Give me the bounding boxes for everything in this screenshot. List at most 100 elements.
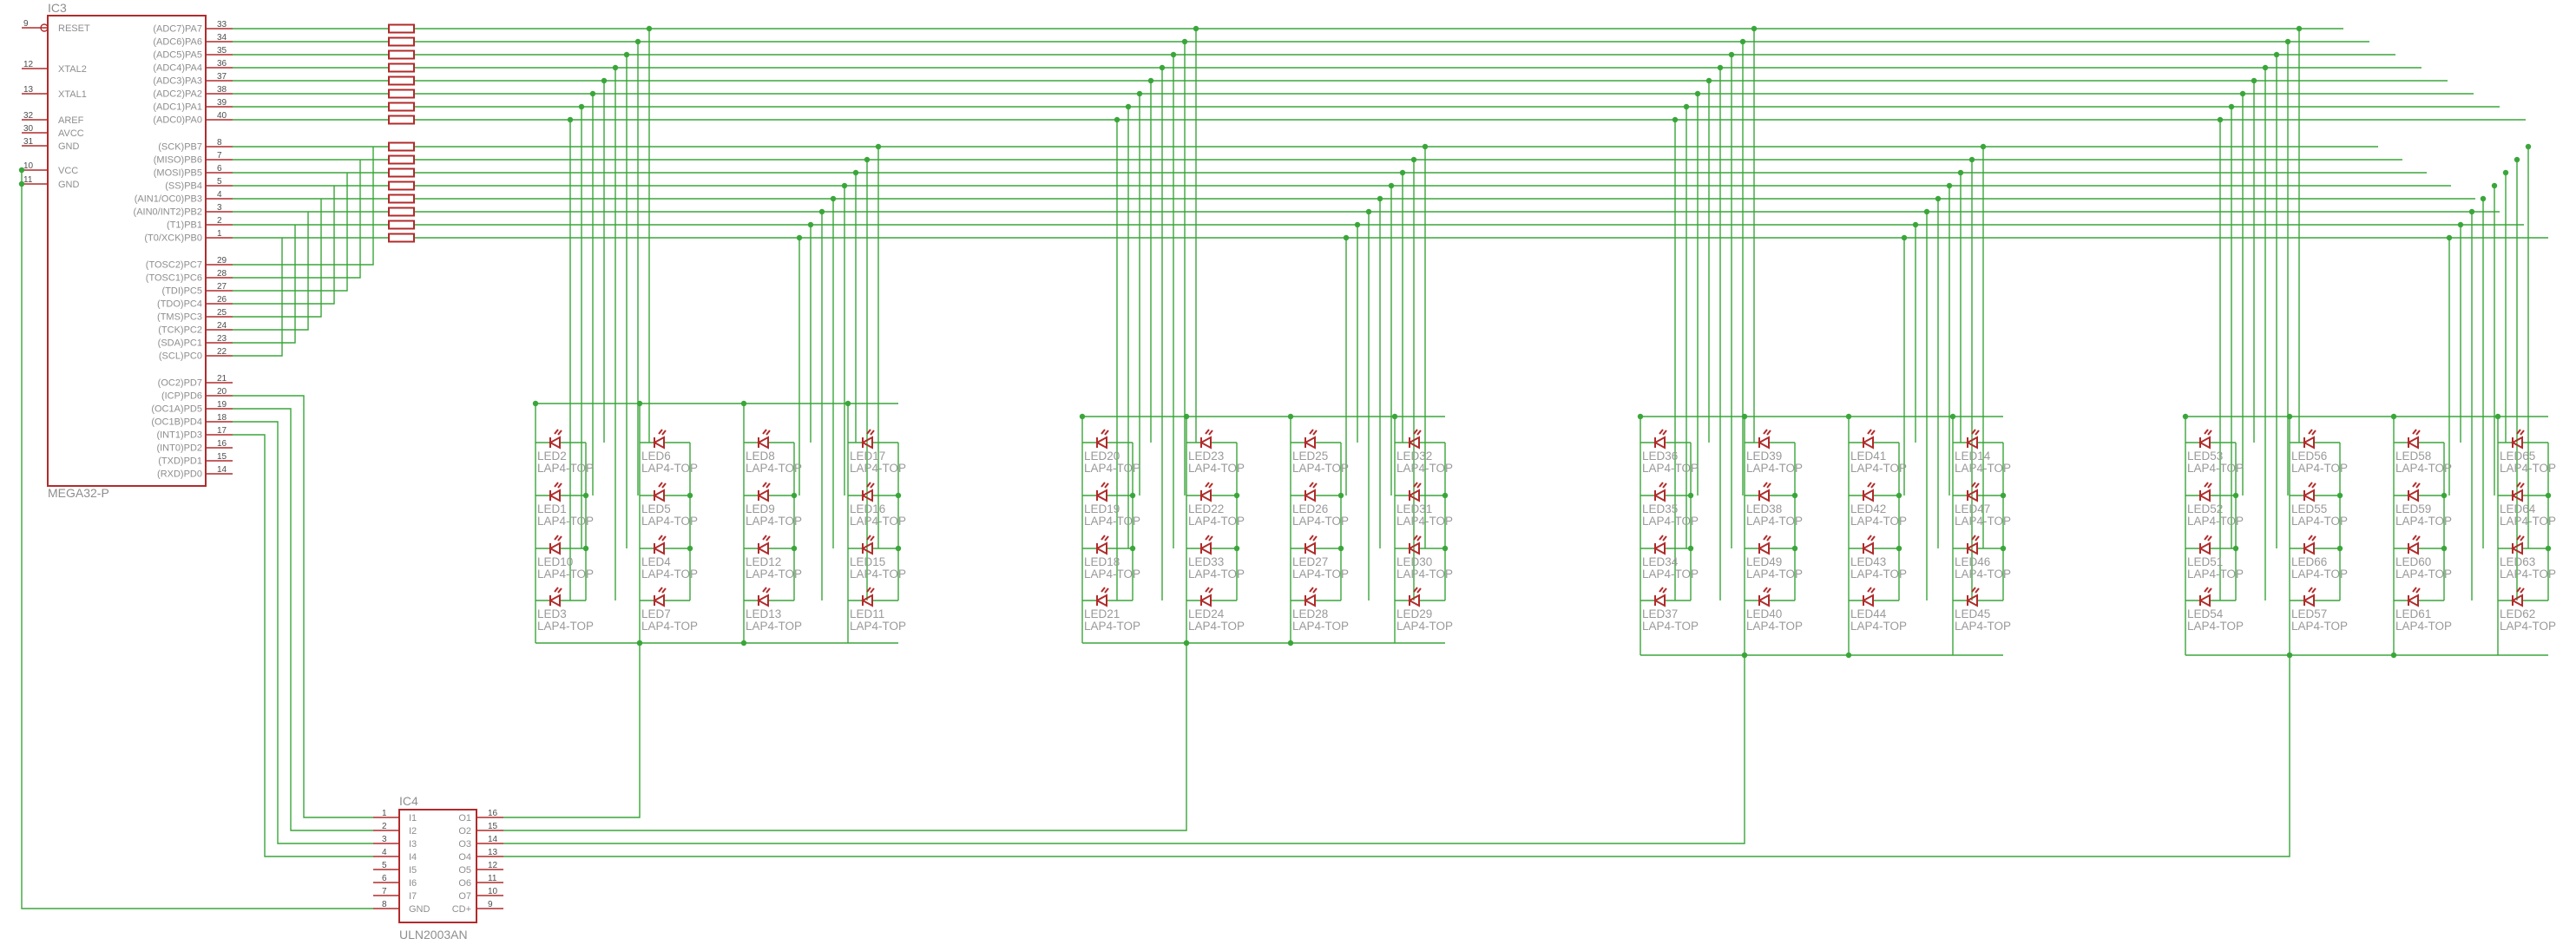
led-value-label: LAP4-TOP (850, 462, 906, 475)
ic3-pin-number: 21 (217, 374, 227, 384)
ic3-pin-number: 13 (23, 85, 34, 95)
junction-dot (636, 400, 643, 407)
led-emission-arrow (1309, 535, 1314, 541)
junction-dot (687, 545, 693, 552)
junction-dot (2228, 103, 2235, 110)
led-symbol (1303, 436, 1316, 450)
ic3-pin-label: XTAL1 (58, 89, 87, 100)
led-value-label: LAP4-TOP (1396, 515, 1453, 528)
led-emission-arrow (1870, 535, 1876, 541)
junction-dot (807, 221, 814, 228)
ic4-pin-label: GND (409, 904, 430, 915)
led-name-label: LED54 (2187, 607, 2224, 620)
junction-dot (1129, 492, 1136, 499)
led-emission-arrow (1208, 482, 1213, 489)
junction-dot (2336, 492, 2343, 499)
junction-dot (740, 400, 747, 407)
led-name-label: LED40 (1746, 607, 1782, 620)
led-emission-arrow (1416, 587, 1422, 594)
led-name-label: LED63 (2500, 555, 2535, 568)
ic3-pin-label: (ADC7)PA7 (153, 24, 202, 35)
junction-dot (2441, 492, 2448, 499)
resistor (388, 207, 415, 217)
led-name-label: LED24 (1188, 607, 1225, 620)
ic4-pin-number: 1 (382, 809, 387, 818)
ic3-pin-number: 17 (217, 426, 227, 436)
led-emission-arrow (2412, 482, 2417, 488)
led-name-label: LED22 (1188, 502, 1224, 515)
led-name-label: LED47 (1955, 502, 1990, 515)
ground-rail (21, 184, 373, 909)
led-emission-arrow (2207, 535, 2212, 541)
junction-dot (2441, 545, 2448, 552)
led-emission-arrow (1870, 482, 1876, 489)
led-symbol (1094, 489, 1107, 502)
junction-dot (1968, 156, 1975, 163)
ic3-pin-label: VCC (58, 166, 78, 176)
ic3-pin-number: 38 (217, 85, 227, 95)
led-emission-arrow (1662, 430, 1667, 436)
ic4-pin-number: 4 (382, 848, 387, 857)
junction-dot (2491, 182, 2498, 189)
junction-dot (1354, 221, 1361, 228)
led-name-label: LED60 (2395, 555, 2431, 568)
resistor (388, 49, 415, 60)
junction-dot (2545, 545, 2552, 552)
ic4-pin-number: 11 (488, 874, 497, 883)
led-name-label: LED9 (746, 502, 775, 515)
resistor (388, 233, 415, 243)
led-symbol (1303, 594, 1316, 607)
ic3-pin-number: 15 (217, 452, 227, 462)
led-symbol (2510, 489, 2523, 502)
ic3-pin-label: (T0/XCK)PB0 (144, 233, 202, 244)
led-name-label: LED4 (641, 555, 671, 568)
ic4-pin-label: I6 (409, 878, 417, 889)
resistor (388, 115, 415, 125)
junction-dot (1159, 64, 1166, 71)
ic3-pin-number: 25 (217, 308, 227, 318)
led-name-label: LED52 (2187, 502, 2223, 515)
led-value-label: LAP4-TOP (1292, 515, 1349, 528)
led-emission-arrow (1662, 535, 1667, 541)
led-symbol (652, 436, 665, 450)
junction-dot (1845, 652, 1852, 659)
led-name-label: LED41 (1850, 450, 1886, 463)
ic4-pin-number: 5 (382, 861, 387, 870)
junction-dot (1739, 38, 1746, 45)
led-name-label: LED17 (850, 450, 885, 463)
junction-dot (875, 143, 882, 150)
junction-dot (1741, 413, 1748, 420)
led-emission-arrow (870, 430, 875, 436)
junction-dot (1687, 545, 1694, 552)
ic4-pin-number: 2 (382, 822, 387, 831)
junction-dot (1442, 545, 1449, 552)
led-symbol (2406, 594, 2419, 607)
junction-dot (687, 492, 693, 499)
led-name-label: LED43 (1850, 555, 1886, 568)
resistor (388, 102, 415, 112)
led-emission-arrow (661, 587, 667, 594)
led-name-label: LED62 (2500, 607, 2535, 620)
junction-dot (1672, 116, 1679, 123)
led-emission-arrow (554, 535, 559, 541)
led-emission-arrow (554, 587, 559, 593)
led-value-label: LAP4-TOP (1188, 515, 1245, 528)
ic3-pin-number: 2 (217, 216, 222, 226)
led-symbol (1757, 594, 1770, 607)
junction-dot (740, 640, 747, 646)
junction-dot (895, 545, 902, 552)
led-value-label: LAP4-TOP (537, 515, 594, 528)
junction-dot (1717, 64, 1724, 71)
junction-dot (830, 195, 837, 202)
junction-dot (1343, 234, 1350, 241)
led-emission-arrow (661, 535, 667, 541)
led-emission-arrow (1416, 535, 1422, 541)
led-symbol (1653, 541, 1666, 555)
led-value-label: LAP4-TOP (1850, 620, 1907, 633)
ic4-pin-number: 9 (488, 900, 493, 909)
led-name-label: LED3 (537, 607, 567, 620)
led-emission-arrow (1309, 482, 1314, 488)
led-emission-arrow (1104, 535, 1109, 541)
junction-dot (2182, 413, 2189, 420)
junction-dot (1114, 116, 1120, 123)
